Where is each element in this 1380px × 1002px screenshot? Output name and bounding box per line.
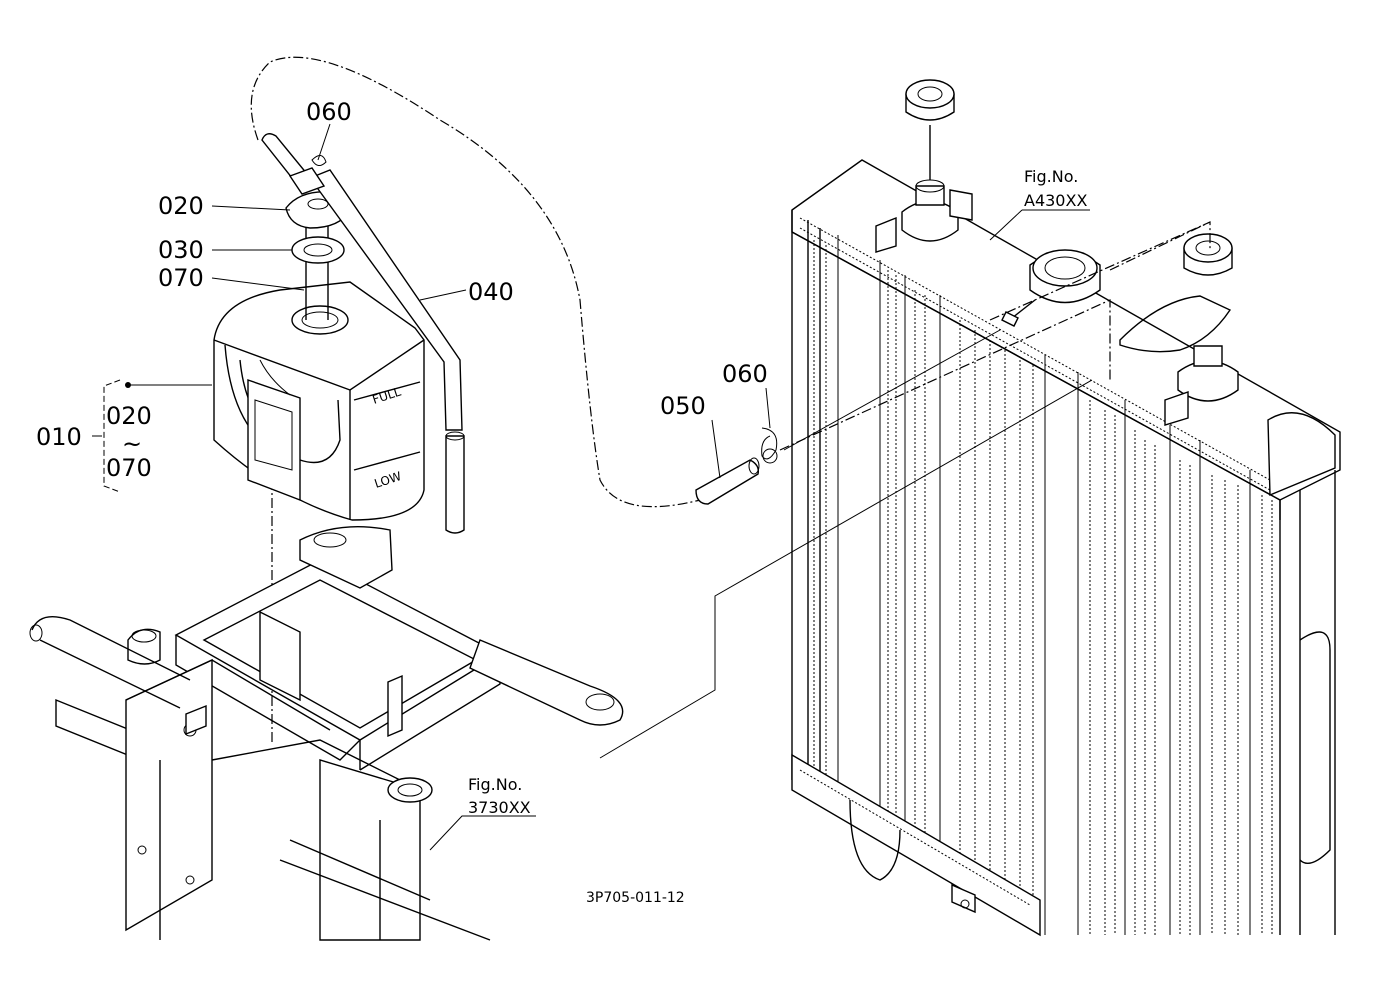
callout-010: 010: [36, 423, 82, 451]
callout-040: 040: [468, 278, 514, 306]
drawing-id: 3P705-011-12: [586, 890, 685, 906]
radiator-fins: [813, 240, 1273, 935]
radiator-cap: [1001, 249, 1101, 327]
callout-range-tilde: ~: [122, 430, 142, 458]
callout-020-top: 020: [158, 192, 204, 220]
radiator-fig-number: A430XX: [1024, 191, 1087, 210]
figure-references: Fig.No. A430XX Fig.No. 3730XX: [468, 167, 1087, 817]
tank-cap-assembly: [261, 133, 465, 534]
radiator-fig-label: Fig.No.: [1024, 167, 1078, 186]
callout-070: 070: [158, 264, 204, 292]
callout-labels: 060 020 030 070 040 010 020 ~ 070 050 06…: [36, 98, 768, 482]
callout-020-range: 020: [106, 402, 152, 430]
callout-060-top: 060: [306, 98, 352, 126]
callout-030: 030: [158, 236, 204, 264]
callout-leaders: [92, 123, 771, 493]
callout-070-range: 070: [106, 454, 152, 482]
radiator: [791, 79, 1341, 937]
reserve-tank: FULL LOW: [213, 281, 425, 521]
frame-fig-number: 3730XX: [468, 798, 531, 817]
overflow-hose: [695, 427, 778, 505]
frame-fig-label: Fig.No.: [468, 775, 522, 794]
frame-bracket: [29, 526, 624, 941]
callout-050: 050: [660, 392, 706, 420]
callout-060-mid: 060: [722, 360, 768, 388]
